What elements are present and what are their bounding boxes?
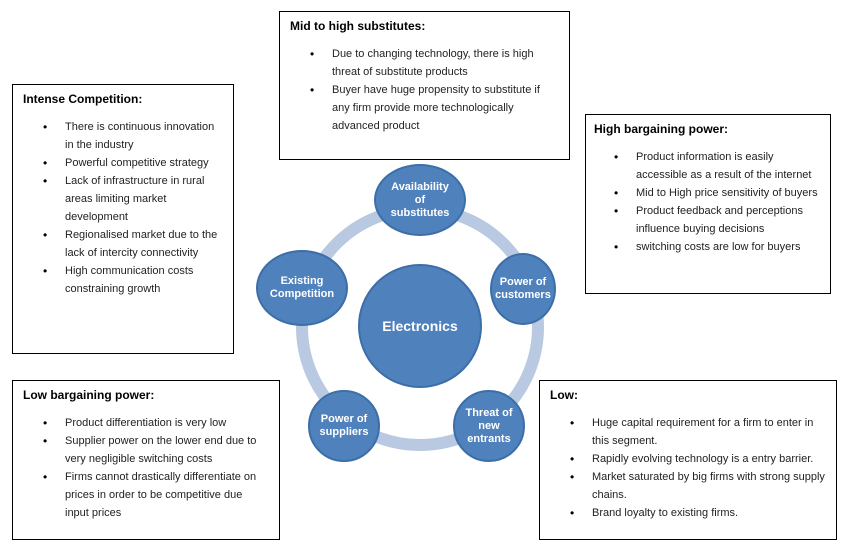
box-suppliers: Low bargaining power: Product differenti…	[12, 380, 280, 540]
box-customers: High bargaining power: Product informati…	[585, 114, 831, 294]
list-item: Huge capital requirement for a firm to e…	[570, 414, 826, 450]
list-item: Powerful competitive strategy	[43, 154, 223, 172]
list-item: Firms cannot drastically differentiate o…	[43, 468, 269, 522]
list-item: Brand loyalty to existing firms.	[570, 504, 826, 522]
box-title: Low:	[550, 388, 578, 402]
node-label: Availability of substitutes	[390, 180, 450, 219]
box-title: Low bargaining power:	[23, 388, 155, 402]
list-item: switching costs are low for buyers	[614, 238, 822, 256]
list-item: Rapidly evolving technology is a entry b…	[570, 450, 826, 468]
list-item: Product information is easily accessible…	[614, 148, 822, 184]
center-node-electronics: Electronics	[358, 264, 482, 388]
box-title: Intense Competition:	[23, 92, 143, 106]
list-item: Lack of infrastructure in rural areas li…	[43, 172, 223, 226]
node-label: Threat of new entrants	[465, 406, 513, 445]
list-item: Product feedback and perceptions influen…	[614, 202, 822, 238]
center-label: Electronics	[382, 317, 458, 334]
bullet-list: Huge capital requirement for a firm to e…	[570, 414, 826, 522]
node-threat-of-new-entrants: Threat of new entrants	[453, 390, 525, 462]
list-item: Due to changing technology, there is hig…	[310, 45, 559, 81]
list-item: Regionalised market due to the lack of i…	[43, 226, 223, 262]
node-label: Existing Competition	[269, 275, 335, 300]
list-item: Buyer have huge propensity to substitute…	[310, 81, 559, 135]
box-title: High bargaining power:	[594, 122, 728, 136]
list-item: Supplier power on the lower end due to v…	[43, 432, 269, 468]
list-item: Mid to High price sensitivity of buyers	[614, 184, 822, 202]
node-existing-competition: Existing Competition	[256, 250, 348, 326]
box-competition: Intense Competition: There is continuous…	[12, 84, 234, 354]
list-item: There is continuous innovation in the in…	[43, 118, 223, 154]
bullet-list: Due to changing technology, there is hig…	[310, 45, 559, 135]
bullet-list: There is continuous innovation in the in…	[43, 118, 223, 298]
box-title: Mid to high substitutes:	[290, 19, 426, 33]
node-label: Power of suppliers	[319, 413, 369, 438]
bullet-list: Product differentiation is very low Supp…	[43, 414, 269, 522]
node-availability-of-substitutes: Availability of substitutes	[374, 164, 466, 236]
list-item: Market saturated by big firms with stron…	[570, 468, 826, 504]
node-power-of-suppliers: Power of suppliers	[308, 390, 380, 462]
node-power-of-customers: Power of customers	[490, 253, 556, 325]
list-item: High communication costs constraining gr…	[43, 262, 223, 298]
bullet-list: Product information is easily accessible…	[614, 148, 822, 256]
list-item: Product differentiation is very low	[43, 414, 269, 432]
box-entrants: Low: Huge capital requirement for a firm…	[539, 380, 837, 540]
box-substitutes: Mid to high substitutes: Due to changing…	[279, 11, 570, 160]
node-label: Power of customers	[495, 276, 551, 301]
